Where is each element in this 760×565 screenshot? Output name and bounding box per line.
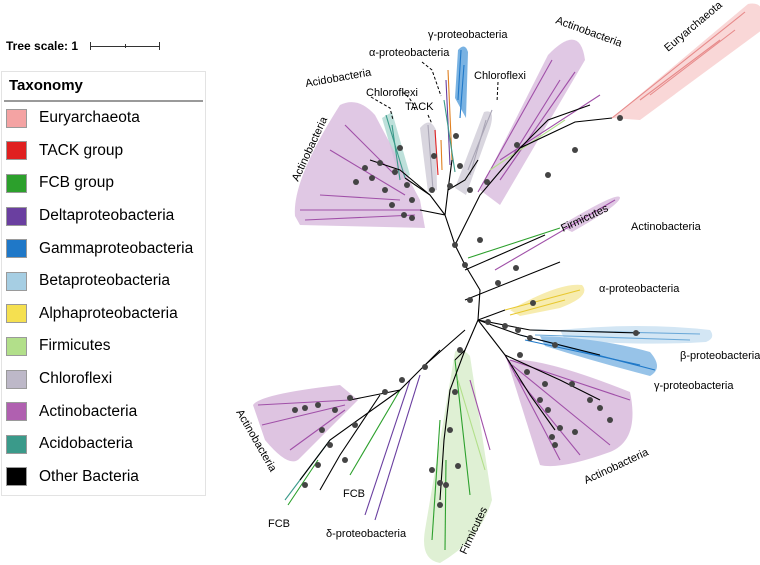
clade-euryarchaeota [612,3,760,120]
legend-swatch [6,336,27,356]
legend-label: Firmicutes [39,337,111,355]
legend-item: Deltaproteobacteria [2,200,205,233]
label-alpha-right: α-proteobacteria [599,283,680,295]
legend-item: Acidobacteria [2,428,205,461]
label-gamma-right: γ-proteobacteria [654,380,734,392]
tree-scale-label: Tree scale: 1 [6,39,79,53]
clade-acido-top [382,112,410,180]
clade-tack-top [420,122,437,192]
label-fcb-mid: FCB [343,488,365,500]
legend-item: Betaproteobacteria [2,265,205,298]
legend-label: Euryarchaeota [39,109,140,127]
label-gamma-top: γ-proteobacteria [428,29,508,41]
legend-swatch [6,271,27,291]
clade-firmicutes-bottom [424,349,492,563]
legend-item: Actinobacteria [2,395,205,428]
label-actino-right: Actinobacteria [631,221,702,233]
legend-swatch [6,239,27,259]
legend-item: Other Bacteria [2,461,205,494]
legend-swatch [6,173,27,193]
legend-swatch [6,402,27,422]
label-firmicutes-mid: Firmicutes [559,202,610,235]
legend-label: FCB group [39,174,114,192]
legend-label: Chloroflexi [39,370,113,388]
legend-label: Alphaproteobacteria [39,304,178,322]
clade-actino-top [480,39,585,205]
legend-swatch [6,108,27,128]
legend-item: TACK group [2,135,205,168]
legend-label: Acidobacteria [39,435,133,453]
legend-swatch [6,467,27,487]
legend-item: Euryarchaeota [2,102,205,135]
legend-label: Actinobacteria [39,402,138,420]
legend-swatch [6,141,27,161]
legend-label: TACK group [39,141,124,159]
legend-item: FCB group [2,167,205,200]
clade-alpha-right [510,284,585,316]
label-fcb-low: FCB [268,518,290,530]
legend-label: Gammaproteobacteria [39,239,194,257]
label-acidobacteria: Acidobacteria [304,66,373,90]
legend-swatch [6,369,27,389]
tree-scale-bar [90,41,161,51]
leader-lines [370,61,499,125]
legend-label: Other Bacteria [39,467,139,485]
label-chloroflexi-right: Chloroflexi [474,70,526,82]
legend-item: Alphaproteobacteria [2,298,205,331]
legend-item: Gammaproteobacteria [2,232,205,265]
label-chloroflexi-left: Chloroflexi [366,87,418,99]
clade-actino-left [294,102,425,228]
legend-swatch [6,434,27,454]
legend-label: Betaproteobacteria [39,272,170,290]
legend-swatch [6,206,27,226]
clade-gamma-top [455,46,468,118]
legend-item: Chloroflexi [2,363,205,396]
legend-title: Taxonomy [4,72,203,102]
legend-item: Firmicutes [2,330,205,363]
label-tack: TACK [405,101,434,113]
legend-swatch [6,304,27,324]
label-delta: δ-proteobacteria [326,528,407,540]
label-alpha-top: α-proteobacteria [369,47,450,59]
legend-label: Deltaproteobacteria [39,207,175,225]
tree-scale: Tree scale: 1 [6,39,161,53]
label-beta-right: β-proteobacteria [680,350,760,362]
node-dots [292,115,639,508]
